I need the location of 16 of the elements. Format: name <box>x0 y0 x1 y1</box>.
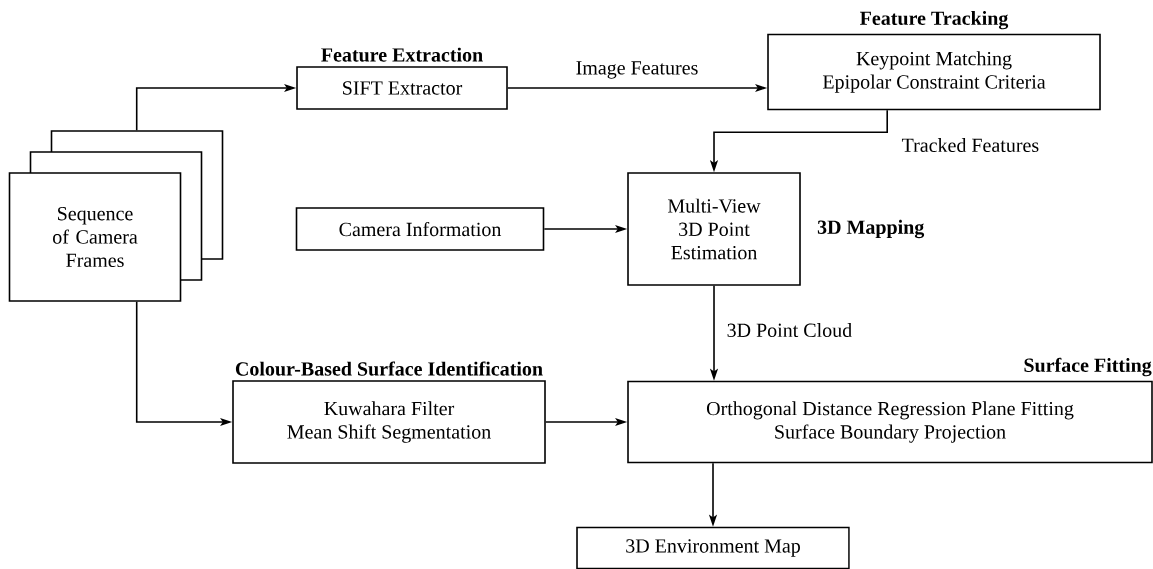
process-box: 3D Environment Map <box>576 526 850 569</box>
node-label: Colour-Based Surface Identification <box>235 361 543 376</box>
process-box: Colour-Based Surface Identification Kuwahara Filter Mean Shift Segmentation <box>232 361 546 464</box>
process-box: Multi-View 3D Point Estimation <box>627 172 801 286</box>
edge-label: Tracked Features <box>900 136 1041 154</box>
frame-stack: Sequence of Camera Frames <box>8 130 224 302</box>
edge-label: Image Features <box>574 59 700 81</box>
process-box: Feature Tracking Keypoint Matching Epipolar Constraint Criteria <box>767 10 1101 111</box>
stage-label: 3D Mapping <box>817 219 925 239</box>
process-box: Surface Fitting Orthogonal Distance Regression Plane Fitting Surface Boundary Projection <box>627 357 1153 464</box>
process-box: Feature Extraction SIFT Extractor <box>296 47 508 110</box>
edge-label: 3D Point Cloud <box>725 321 854 339</box>
node-label: Surface Fitting <box>1024 357 1152 377</box>
node-label: Feature Tracking <box>860 10 1009 30</box>
process-box: Camera Information <box>295 207 545 251</box>
node-label: Feature Extraction <box>321 47 483 62</box>
